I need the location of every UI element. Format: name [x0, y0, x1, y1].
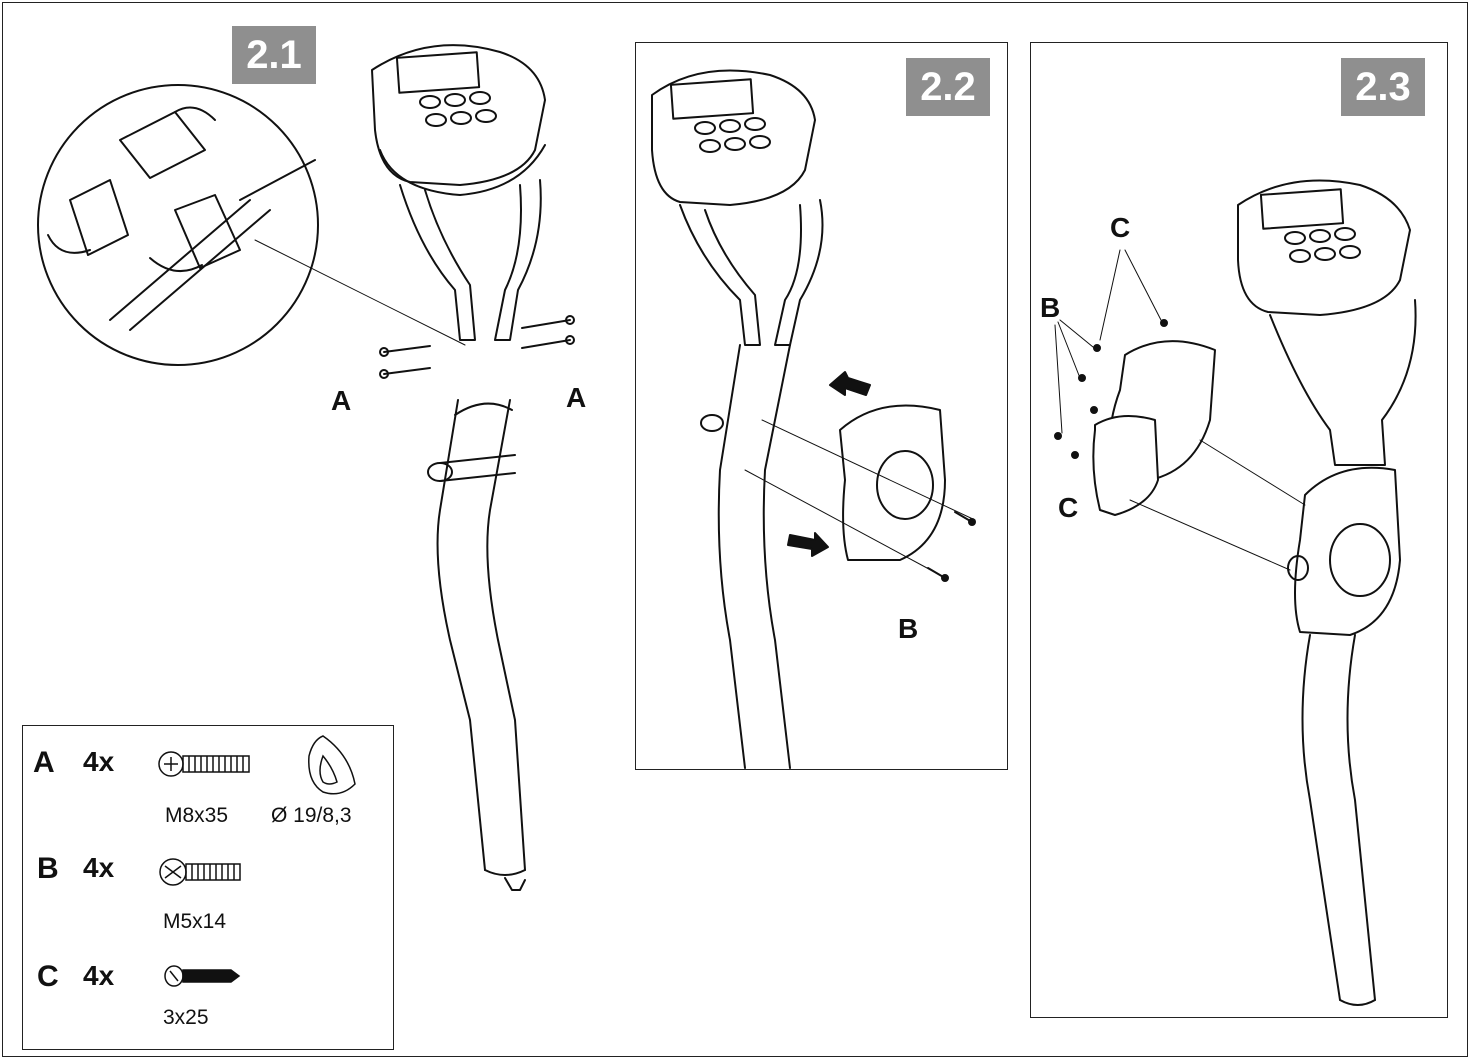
parts-legend: A 4x M8x35 Ø 19/8,3 B 4x M5x14 C 4x 3 — [22, 725, 394, 1050]
tapping-screw-icon — [164, 965, 241, 987]
callout-b-2-3: B — [1040, 292, 1061, 323]
step-badge-2-1: 2.1 — [232, 26, 316, 84]
legend-part-a-washer: Ø 19/8,3 — [271, 804, 352, 827]
legend-part-b: M5x14 — [163, 910, 227, 933]
step-2-3-drawing — [1054, 179, 1417, 1006]
panel-step-2-3 — [1030, 42, 1448, 1018]
legend-qty-c: 4x — [83, 960, 115, 991]
step-badge-2-2: 2.2 — [906, 58, 990, 116]
callout-a-left: A — [331, 385, 352, 416]
detail-magnifier — [37, 84, 319, 366]
bolt-icon — [521, 315, 575, 349]
screw-icon — [159, 858, 241, 886]
callout-b-2-2: B — [898, 613, 919, 644]
legend-letter-b: B — [37, 852, 59, 885]
step-2-1-drawing — [37, 44, 575, 891]
connector-icon — [47, 106, 316, 331]
callout-a-right: A — [566, 382, 587, 413]
legend-letter-c: C — [37, 960, 59, 993]
legend-qty-b: 4x — [83, 852, 115, 883]
callout-c-bottom: C — [1058, 492, 1079, 523]
bolt-icon — [158, 751, 250, 777]
washer-icon — [308, 735, 356, 795]
bolt-icon — [379, 345, 431, 379]
step-badge-2-3: 2.3 — [1341, 58, 1425, 116]
callout-c-top: C — [1110, 212, 1131, 243]
legend-part-a-bolt: M8x35 — [165, 804, 229, 827]
legend-letter-a: A — [33, 746, 55, 779]
screw-icon — [927, 511, 976, 582]
arrow-icon — [829, 371, 871, 396]
tapping-screw-icon — [1054, 319, 1168, 459]
step-2-2-drawing — [651, 69, 976, 769]
panel-step-2-2 — [635, 42, 1008, 770]
legend-part-c: 3x25 — [163, 1006, 209, 1029]
console-2-1 — [371, 44, 546, 196]
arrow-icon — [787, 532, 829, 557]
legend-qty-a: 4x — [83, 746, 115, 777]
